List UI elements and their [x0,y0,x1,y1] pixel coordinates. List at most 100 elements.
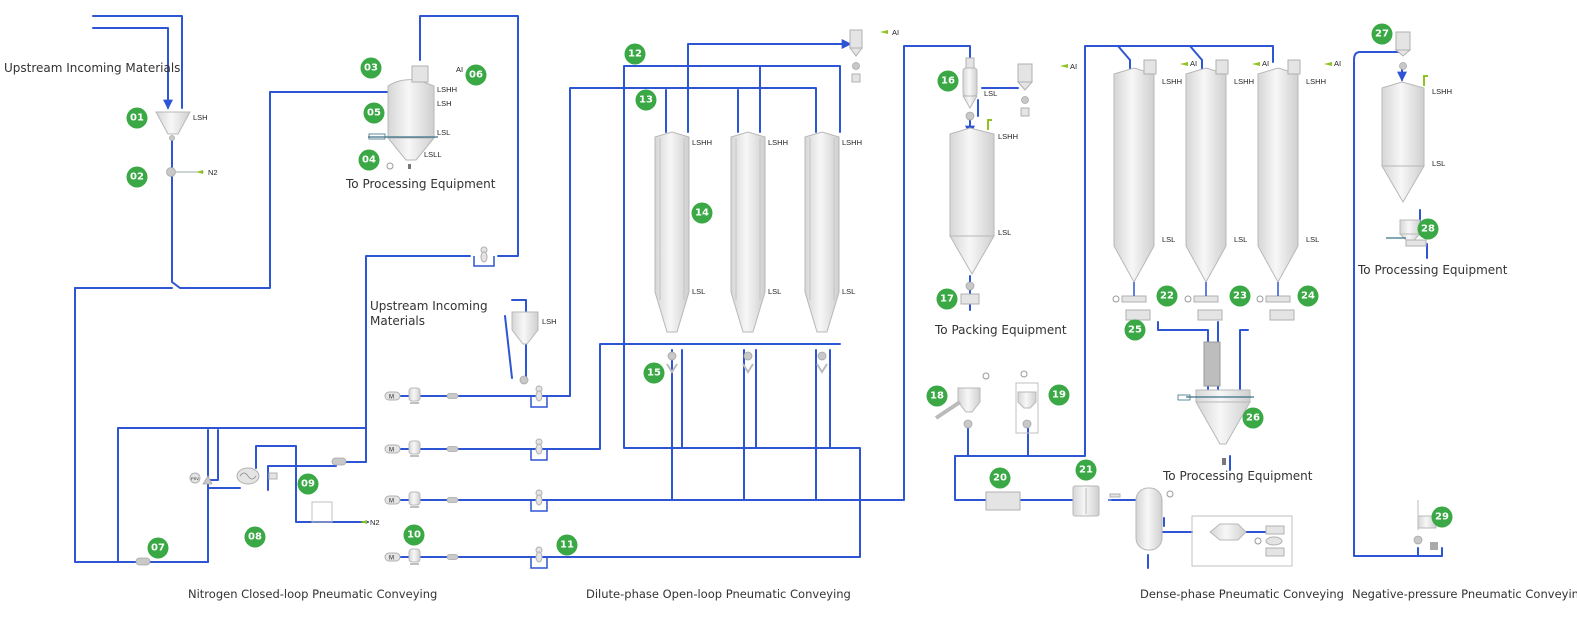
motor-icon [384,391,401,401]
label-upstream-materials-2b: Materials [370,314,425,328]
pipe-blower-return [207,487,241,563]
dust-collector-dilute[interactable] [849,29,888,83]
negative-pressure-silo[interactable] [1381,75,1428,203]
blower-train-1[interactable]: M [384,385,548,408]
badge-17: 17 [936,288,958,310]
badge-27: 27 [1371,23,1393,45]
badge-02: 02 [126,166,148,188]
weigh-scale-icon [1269,309,1295,321]
tag-lsh-dilute: LSH [542,317,557,326]
motor-label: M [389,556,394,562]
blower-train-3[interactable]: M [384,489,548,512]
badge-number: 16 [941,76,955,87]
vacuum-pump-29[interactable] [1413,500,1438,550]
badge-14: 14 [691,202,713,224]
tag-lsll-05: LSLL [424,150,442,159]
section-title-negative: Negative-pressure Pneumatic Conveying [1352,587,1577,601]
filter-inline[interactable] [331,457,347,466]
badge-28: 28 [1417,218,1439,240]
filter-07[interactable] [135,557,151,566]
heat-exchanger-08[interactable] [236,467,278,485]
badge-number: 28 [1421,224,1435,235]
tag-lshh-packing: LSHH [998,132,1018,141]
pipe-receiver [1111,499,1267,569]
rotary-valve-02[interactable] [166,167,205,177]
tag-ai-dust: AI [892,28,899,37]
feed-hopper-dilute[interactable] [511,311,539,385]
pipe-dilute-line-4 [539,65,861,558]
tag-ai-16: AI [1070,62,1077,71]
pipe-silo-outlets [671,349,831,501]
blower-train-2[interactable]: M [384,438,548,461]
badge-number: 07 [151,543,165,554]
tag-ai: AI [1262,59,1269,68]
compressor-skid[interactable] [1191,515,1293,567]
feeder-28[interactable] [1386,219,1427,247]
tag-lsl-16: LSL [984,89,997,98]
badge-19: 19 [1048,384,1070,406]
badge-number: 24 [1301,291,1315,302]
hopper-19[interactable] [1015,370,1039,434]
n2-inlet-arrow [360,520,367,524]
cyclone-16[interactable] [962,57,978,121]
tag-n2-02: N2 [208,168,218,177]
diverter-icon [666,363,678,374]
pressure-vessel-20[interactable] [985,491,1021,511]
pipe-silo-vent [687,39,852,133]
packing-silo[interactable] [949,119,995,275]
pipe-vent-return [92,15,183,49]
screw-feeder-icon [1265,295,1291,303]
bin-vent-filter-icon [1143,59,1157,75]
badge-16: 16 [937,70,959,92]
pipe-network [74,15,1443,569]
psv-valve[interactable] [189,472,213,485]
tag-lsl: LSL [1234,235,1247,244]
tag-n2-09: N2 [370,518,380,527]
motor-label: M [389,395,394,401]
packing-machine-17[interactable] [960,281,980,305]
tag-ai: AI [1334,59,1341,68]
badge-number: 06 [469,70,483,81]
pipe-feed-to-vessel [171,91,389,289]
badge-number: 22 [1160,291,1174,302]
badge-number: 10 [407,530,421,541]
badge-number: 29 [1435,512,1449,523]
tag-psv: PSV [191,476,199,481]
vacuum-receiver-27[interactable] [1394,31,1412,70]
badge-05: 05 [363,102,385,124]
badge-03: 03 [360,57,382,79]
weigh-scale-icon [1197,309,1223,321]
pipe-return [335,255,471,463]
pit-valve-loop[interactable] [473,246,495,267]
pipe-left-loop [74,287,209,563]
air-receiver[interactable] [1135,487,1174,551]
motor-icon [384,444,401,454]
badge-25: 25 [1124,319,1146,341]
instrument-tags: LSH N2 LSHH LSH LSL LSLL AI N2 LSH AI LS… [191,28,1452,527]
dust-collector-16[interactable] [1016,63,1068,117]
tag-lsl-packing: LSL [998,228,1011,237]
motor-label: M [389,448,394,454]
tag-ai: AI [1190,59,1197,68]
pipe-small-hopper [504,299,527,381]
vessel-05[interactable] [368,65,438,170]
mixer-26[interactable] [1177,341,1254,465]
badge-number: 08 [248,532,262,543]
badge-number: 05 [367,108,381,119]
label-to-processing-1: To Processing Equipment [345,177,496,191]
badge-09: 09 [297,473,319,495]
bag-dump-station-18[interactable] [934,372,990,429]
hopper-01[interactable] [155,111,191,141]
pipe-dilute-line-1 [515,87,817,397]
blower-train-4[interactable]: M [384,546,548,569]
badge-12: 12 [624,43,646,65]
badge-number: 21 [1079,465,1093,476]
bin-vent-filter-icon [1215,59,1229,75]
dryer-21[interactable] [1072,485,1122,517]
